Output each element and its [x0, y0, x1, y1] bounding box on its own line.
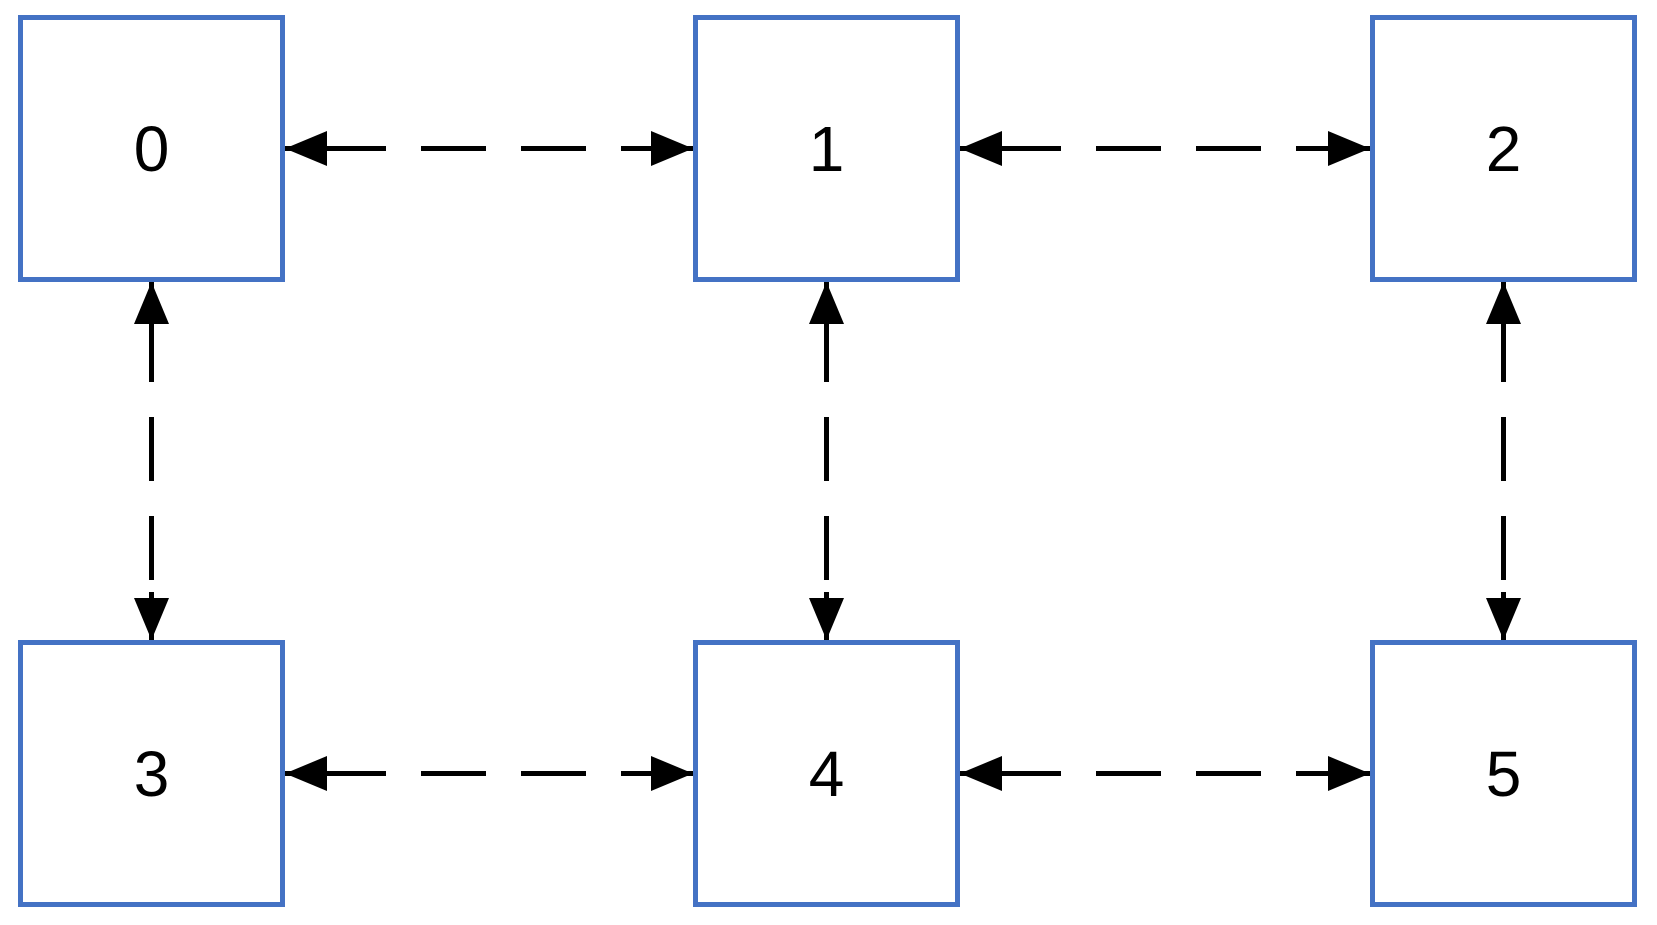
edge-group	[134, 131, 1521, 791]
node-label: 1	[808, 112, 845, 185]
node-label: 4	[808, 737, 845, 810]
node-0: 0	[18, 15, 285, 282]
node-label: 2	[1485, 112, 1522, 185]
node-4: 4	[693, 640, 960, 907]
node-1: 1	[693, 15, 960, 282]
node-label: 0	[133, 112, 170, 185]
node-label: 3	[133, 737, 170, 810]
node-2: 2	[1370, 15, 1637, 282]
node-3: 3	[18, 640, 285, 907]
node-5: 5	[1370, 640, 1637, 907]
node-label: 5	[1485, 737, 1522, 810]
